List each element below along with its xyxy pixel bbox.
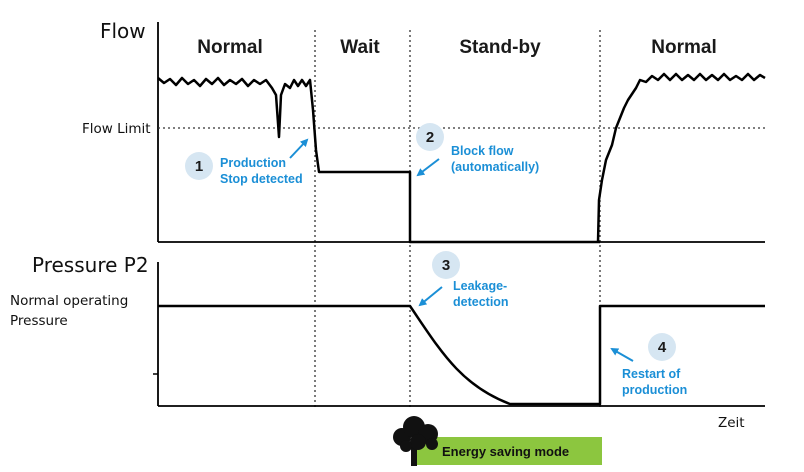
phase-label-wait: Wait xyxy=(340,37,380,58)
step-3-arrow xyxy=(418,286,443,307)
step-3-badge xyxy=(432,251,460,279)
energy-saving-bar xyxy=(415,437,602,465)
flow-curve-recovery xyxy=(596,72,766,243)
step-4: 4 Restart of production xyxy=(610,333,687,397)
step-1: 1 Production Stop detected xyxy=(185,138,309,186)
step-1-number: 1 xyxy=(195,158,203,175)
step-2-line2: (automatically) xyxy=(451,160,539,174)
tree-icon xyxy=(393,416,438,466)
phase-separators xyxy=(314,30,601,410)
flow-curve-normal xyxy=(157,76,600,244)
step-2-line1: Block flow xyxy=(451,144,514,158)
step-2-badge xyxy=(416,123,444,151)
energy-saving-label: Energy saving mode xyxy=(442,444,569,459)
step-2: 2 Block flow (automatically) xyxy=(416,123,539,177)
step-3-line2: detection xyxy=(453,295,509,309)
pressure-label-line2: Pressure xyxy=(10,313,68,329)
step-4-line2: production xyxy=(622,383,687,397)
step-4-badge xyxy=(648,333,676,361)
pressure-title: Pressure P2 xyxy=(32,253,149,277)
step-3-number: 3 xyxy=(442,257,450,274)
step-4-line1: Restart of xyxy=(622,367,681,381)
step-3: 3 Leakage- detection xyxy=(418,251,509,309)
step-1-arrow xyxy=(289,138,309,159)
step-2-arrow xyxy=(416,158,440,177)
x-axis-label: Zeit xyxy=(718,415,745,431)
step-2-number: 2 xyxy=(426,129,434,146)
flow-limit-label: Flow Limit xyxy=(82,121,151,137)
step-4-arrow xyxy=(610,348,634,362)
step-1-line2: Stop detected xyxy=(220,172,303,186)
phase-label-normal-1: Normal xyxy=(197,37,262,58)
phase-label-standby: Stand-by xyxy=(459,37,541,58)
flow-title: Flow xyxy=(100,19,146,43)
step-4-number: 4 xyxy=(658,339,667,356)
step-3-line1: Leakage- xyxy=(453,279,507,293)
step-1-line1: Production xyxy=(220,156,286,170)
step-1-badge xyxy=(185,152,213,180)
pressure-label-line1: Normal operating xyxy=(10,293,128,309)
phase-label-normal-2: Normal xyxy=(651,37,716,58)
pressure-curve xyxy=(158,304,765,406)
